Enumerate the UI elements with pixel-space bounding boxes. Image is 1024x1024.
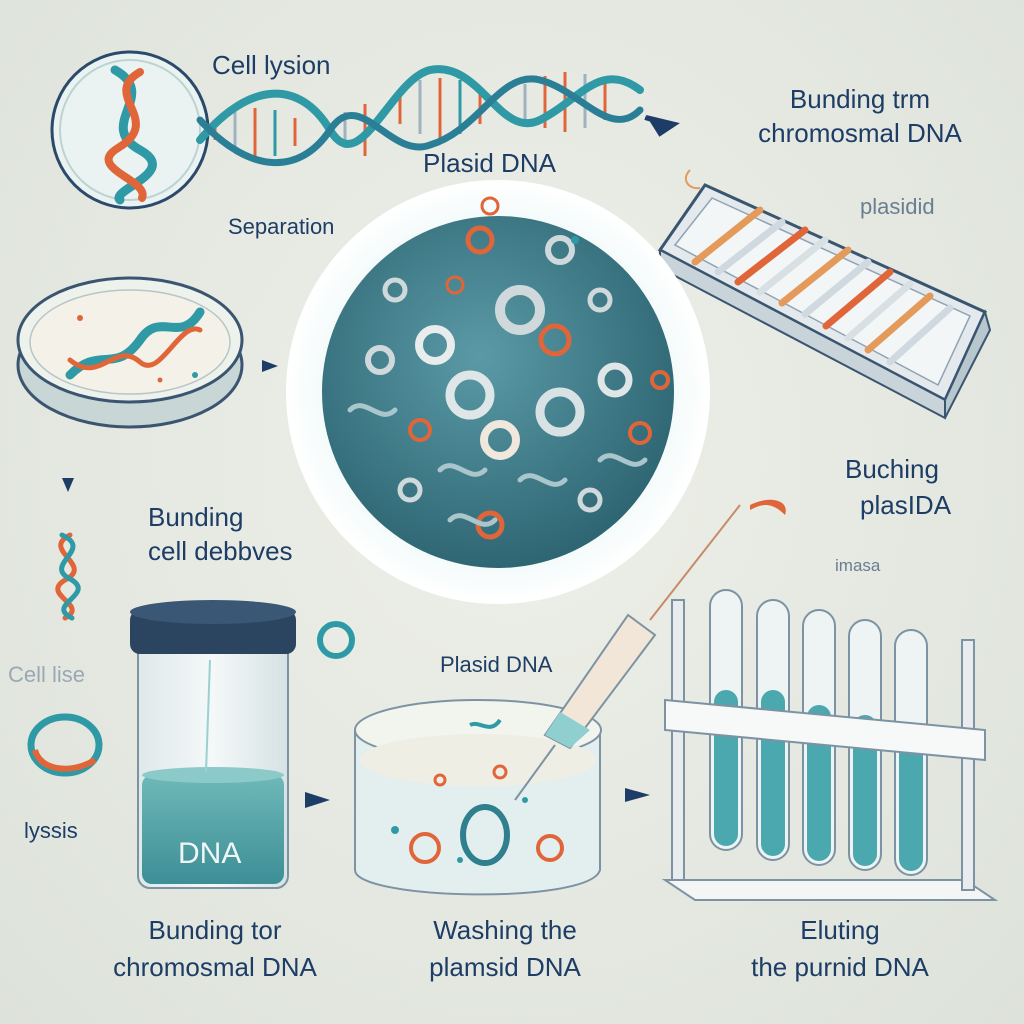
label-bunding-cell-1: Bunding: [148, 502, 244, 532]
small-ring-left: [27, 713, 103, 777]
caption-right-2: the purnid DNA: [751, 952, 929, 982]
cell-lysis-circle: [50, 50, 210, 210]
test-tube-rack: [661, 589, 999, 901]
plasmid-sphere: [286, 180, 710, 604]
pipette: [514, 499, 786, 801]
label-plasidid: plasidid: [860, 194, 935, 219]
label-plasid-dna-mid: Plasid DNA: [440, 652, 553, 677]
jar-dna-label: DNA: [178, 837, 241, 870]
petri-dish: [16, 276, 244, 429]
caption-mid-1: Washing the: [433, 915, 577, 945]
label-cell-lysion: Cell lysion: [212, 50, 331, 80]
small-ring-mid: [317, 621, 355, 659]
dna-jar: DNA: [130, 600, 296, 889]
arrow-dish-right-2: [625, 788, 650, 802]
small-helix-left: [55, 532, 81, 621]
arrow-dish-right: [262, 360, 278, 372]
label-plasid-dna-top: Plasid DNA: [423, 148, 556, 178]
label-cell-lise: Cell lise: [8, 662, 86, 687]
washing-dish: [354, 699, 602, 896]
label-bunding-trm-1: Bunding trm: [789, 84, 931, 114]
caption-left-1: Bunding tor: [148, 915, 282, 945]
label-buching-2: plasIDA: [860, 490, 952, 520]
label-imasa: imasa: [835, 556, 881, 575]
top-dna-helix: [196, 65, 644, 166]
gel-tray: [657, 169, 992, 420]
label-bunding-trm-2: chromosmal DNA: [758, 118, 962, 148]
caption-right-1: Eluting: [800, 915, 880, 945]
label-separation: Separation: [228, 214, 335, 239]
label-lyssis: lyssis: [24, 818, 78, 843]
caption-mid-2: plamsid DNA: [429, 952, 581, 982]
arrow-dish-down: [62, 478, 74, 492]
arrow-jar-right: [305, 792, 330, 808]
arrow-top-right: [644, 114, 680, 137]
label-buching-1: Buching: [845, 454, 939, 484]
caption-left-2: chromosmal DNA: [113, 952, 317, 982]
label-bunding-cell-2: cell debbves: [148, 536, 293, 566]
